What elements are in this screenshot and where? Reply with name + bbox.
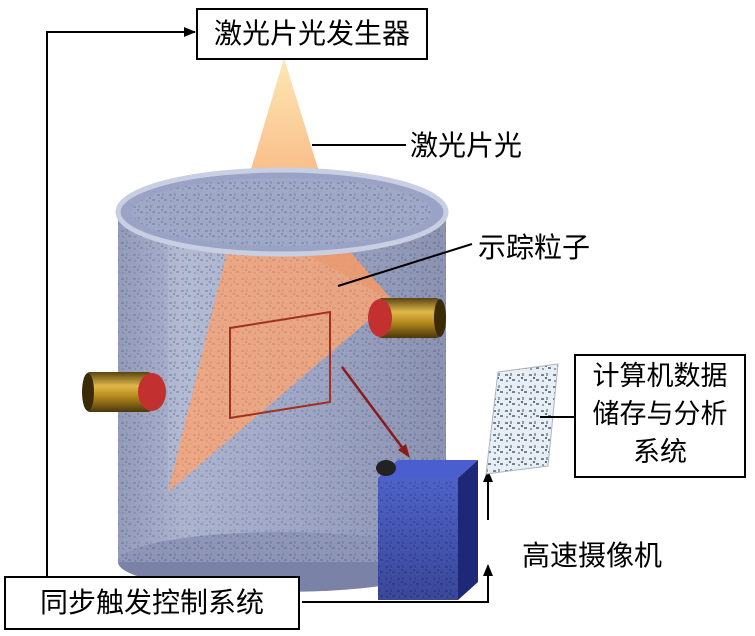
laser-generator-box: 激光片光发生器 — [196, 8, 428, 60]
arrowhead-to-computer — [483, 470, 493, 482]
viewing-ray-arrowhead — [398, 444, 410, 458]
laser-sheet-label: 激光片光 — [410, 129, 523, 162]
laser-generator-label: 激光片光发生器 — [213, 17, 410, 50]
computer-system-line-2: 储存与分析 — [592, 399, 728, 430]
viewing-ray — [340, 366, 406, 451]
left-window — [82, 372, 166, 412]
connector-sync-to-laser — [46, 31, 195, 582]
arrowhead-to-camera — [483, 564, 493, 576]
pointer-tracer-particles — [337, 243, 473, 287]
computer-system-box: 计算机数据 储存与分析 系统 — [574, 354, 746, 478]
arrowhead-to-laser — [184, 27, 196, 37]
computer-system-line-1: 计算机数据 — [592, 361, 728, 392]
right-window — [368, 298, 446, 338]
interrogation-window — [229, 310, 331, 420]
high-speed-camera-body — [376, 460, 478, 600]
tracer-particles-label: 示踪粒子 — [478, 231, 591, 264]
connector-sync-to-camera — [302, 566, 489, 603]
high-speed-camera-label: 高速摄像机 — [522, 539, 663, 572]
sync-trigger-box: 同步触发控制系统 — [4, 576, 300, 630]
computer-system-line-3: 系统 — [633, 437, 687, 468]
sync-trigger-label: 同步触发控制系统 — [39, 586, 264, 619]
computer-data-image — [485, 363, 559, 475]
